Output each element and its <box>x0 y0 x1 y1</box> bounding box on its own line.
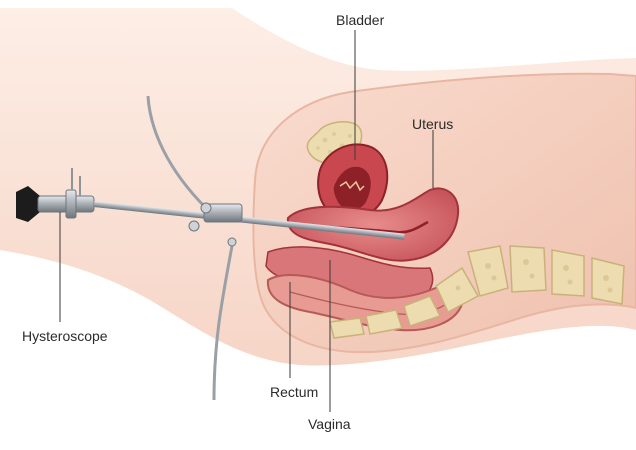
sacrum <box>329 245 625 339</box>
scope-shaft <box>93 201 405 240</box>
stopcock-upper <box>200 202 212 214</box>
outflow-tube <box>146 95 208 210</box>
bladder-label: Bladder <box>336 12 385 28</box>
rectum-label: Rectum <box>270 384 319 400</box>
vertebra-texture <box>455 259 613 293</box>
uterus <box>286 187 460 262</box>
stopcock-lower <box>188 220 200 232</box>
inflow-tube <box>212 245 234 401</box>
uterus-label: Uterus <box>412 116 454 132</box>
bladder-lumen <box>333 166 371 211</box>
hysteroscope-label: Hysteroscope <box>22 328 108 344</box>
eyepiece <box>16 186 40 222</box>
hysteroscope-icon <box>16 95 405 401</box>
leader-lines <box>59 30 434 412</box>
vagina-label: Vagina <box>308 416 351 432</box>
